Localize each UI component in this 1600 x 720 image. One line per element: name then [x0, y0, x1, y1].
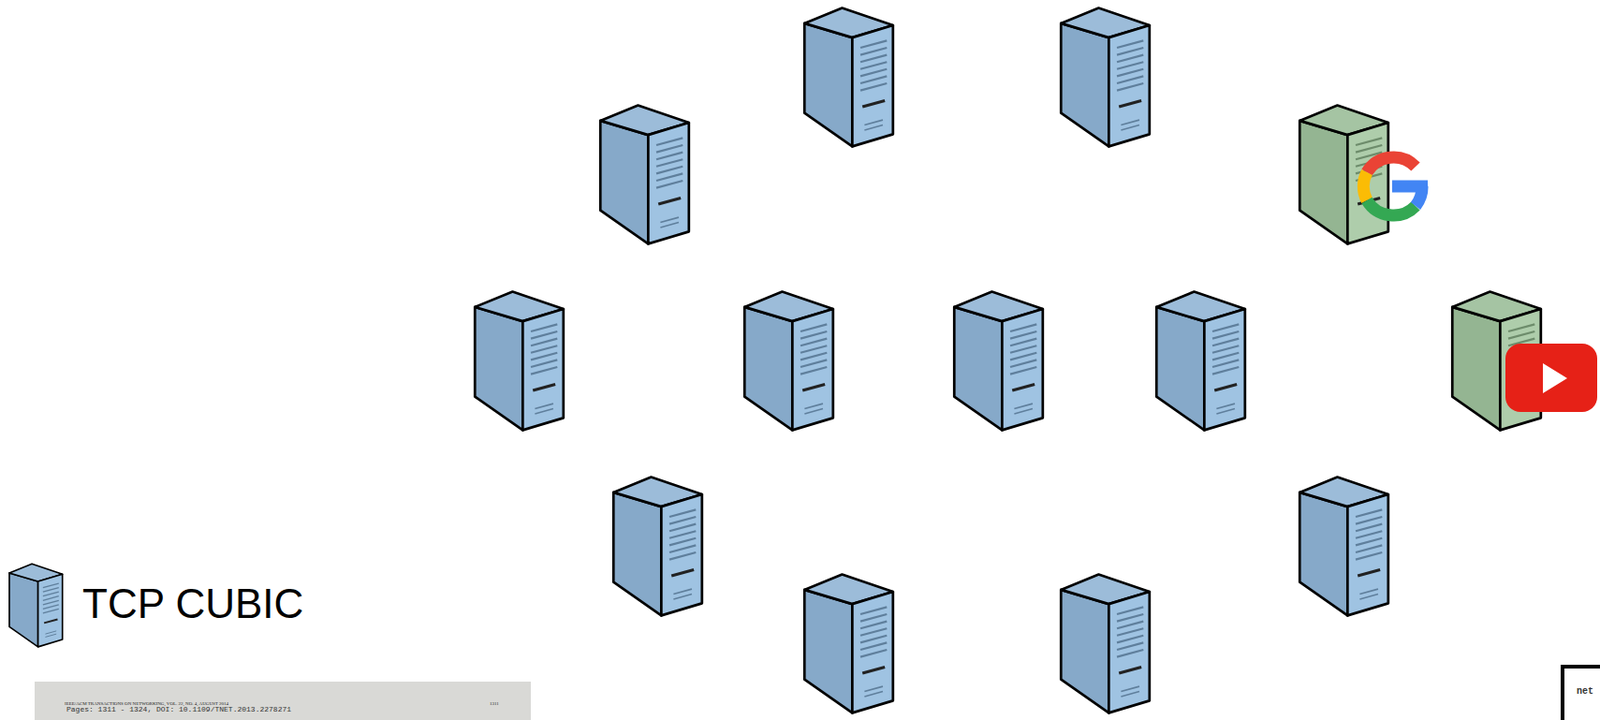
note-label: net [1576, 686, 1594, 697]
corner-box [1562, 666, 1600, 720]
legend-label: TCP CUBIC [82, 581, 304, 627]
note-label: 1311 [489, 701, 500, 707]
youtube-logo [1505, 343, 1598, 412]
legend-server-icon [9, 563, 63, 647]
note-label: Pages: 1311 - 1324, DOI: 10.1109/TNET.20… [66, 705, 292, 715]
google-logo [1363, 157, 1428, 216]
paper-thumbnail [34, 681, 531, 720]
